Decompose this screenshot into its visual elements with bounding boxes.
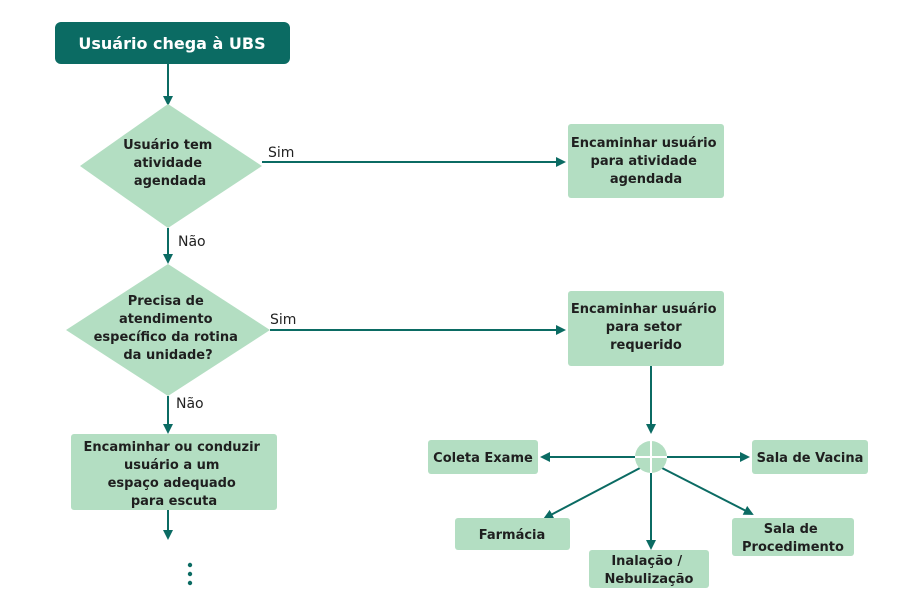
svg-text:Encaminhar usuário para: Encaminhar usuário para setor requerido (571, 302, 721, 353)
arrow-hub-to-farmacia (543, 467, 641, 519)
action3-box: Encaminhar ou conduzir usuário a um espa… (71, 434, 277, 510)
sector-inalacao: Inalação / Nebulização (589, 550, 709, 588)
svg-text:Usuário tem atividade: Usuário tem atividade agendada (123, 138, 217, 189)
svg-text:Usuário chega à UBS: Usuário chega à UBS (78, 34, 265, 53)
sector-sala-de-procedimento: Sala de Procedimento (732, 518, 854, 556)
svg-text:Inalação / Nebulização: Inalação / Nebulização (605, 554, 694, 587)
svg-text:Farmácia: Farmácia (479, 528, 546, 543)
decision1-no-label: Não (178, 234, 206, 250)
svg-text:Coleta Exame: Coleta Exame (433, 451, 533, 466)
hub-node (635, 441, 667, 473)
action1-box: Encaminhar usuário para atividade agenda… (568, 124, 724, 198)
action2-box: Encaminhar usuário para setor requerido (568, 291, 724, 366)
decision2-yes-label: Sim (270, 312, 296, 328)
decision1-yes-label: Sim (268, 145, 294, 161)
decision2-no-label: Não (176, 396, 204, 412)
start-node: Usuário chega à UBS (55, 22, 290, 64)
svg-text:Encaminhar usuário para: Encaminhar usuário para atividade agenda… (571, 136, 721, 187)
sector-sala-de-vacina: Sala de Vacina (752, 440, 868, 474)
decision2-diamond: Precisa de atendimento específico da rot… (66, 264, 270, 396)
continuation-dots (187, 562, 193, 586)
svg-text:Sala de Procedimento: Sala de Procedimento (742, 522, 844, 555)
sector-farmacia: Farmácia (455, 518, 570, 550)
decision1-diamond: Usuário tem atividade agendada (80, 104, 262, 228)
svg-text:Sala de Vacina: Sala de Vacina (757, 451, 864, 466)
svg-text:Precisa de atendimento: Precisa de atendimento específico da rot… (94, 294, 243, 363)
svg-text:Encaminhar ou conduzir u: Encaminhar ou conduzir usuário a um espa… (84, 440, 265, 509)
sector-coleta-exame: Coleta Exame (428, 440, 538, 474)
arrow-hub-to-procedimento (661, 467, 754, 515)
